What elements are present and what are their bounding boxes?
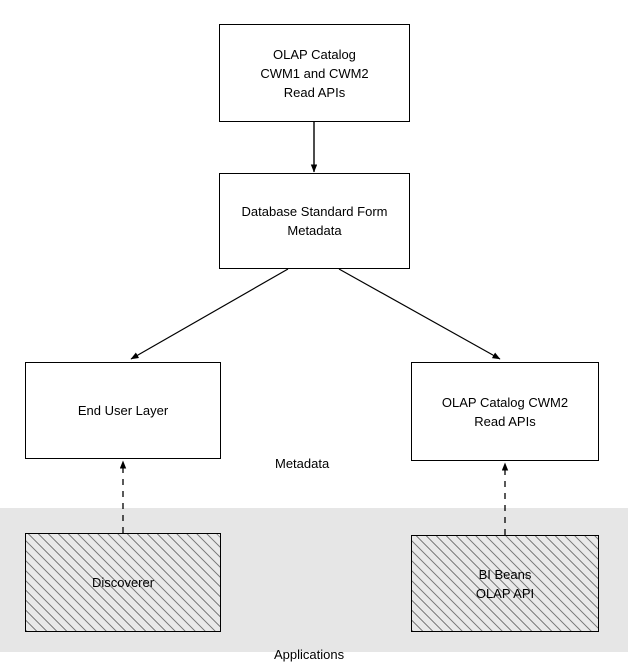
- node-olap-catalog-cwm2-read-apis[interactable]: OLAP Catalog CWM2 Read APIs: [411, 362, 599, 461]
- metadata-label: Metadata: [275, 456, 330, 471]
- node-label: OLAP Catalog CWM2 Read APIs: [441, 394, 569, 429]
- node-end-user-layer[interactable]: End User Layer: [25, 362, 221, 459]
- node-database-standard-form-metadata[interactable]: Database Standard Form Metadata: [219, 173, 410, 269]
- node-label: Discoverer: [91, 575, 155, 590]
- edge-standard-form-to-olap-catalog-cwm2: [338, 268, 501, 360]
- node-label: Database Standard Form Metadata: [241, 204, 388, 238]
- node-label: BI Beans OLAP API: [475, 566, 535, 601]
- node-label: End User Layer: [77, 403, 169, 418]
- node-label: OLAP Catalog CWM1 and CWM2 Read APIs: [260, 46, 369, 100]
- node-bi-beans-olap-api[interactable]: BI Beans OLAP API: [411, 535, 599, 632]
- node-discoverer[interactable]: Discoverer: [25, 533, 221, 632]
- edge-standard-form-to-end-user-layer: [130, 268, 289, 360]
- applications-label: Applications: [274, 647, 345, 662]
- node-olap-catalog-cwm1-cwm2-read-apis[interactable]: OLAP Catalog CWM1 and CWM2 Read APIs: [219, 24, 410, 122]
